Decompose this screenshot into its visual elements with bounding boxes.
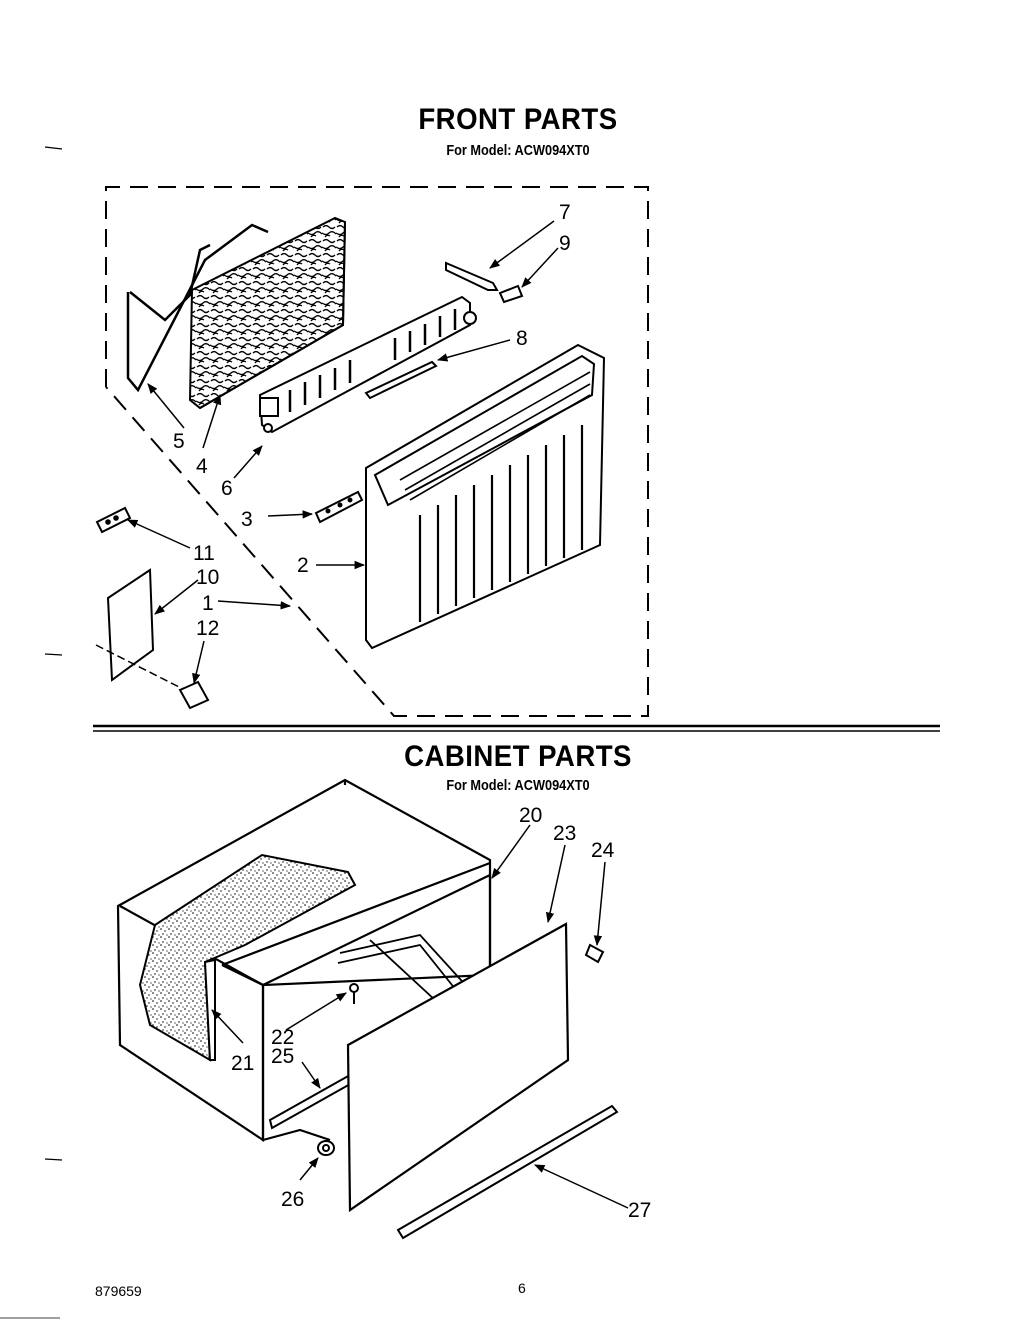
part-27-rod bbox=[396, 1104, 619, 1240]
callout-20: 20 bbox=[519, 804, 542, 827]
front-callouts: 5 4 6 3 2 11 10 1 12 7 9 8 bbox=[173, 201, 571, 640]
callout-12: 12 bbox=[196, 617, 219, 640]
part-22-screw bbox=[349, 983, 359, 1004]
part-7-lever bbox=[445, 261, 499, 291]
part-2-front-panel bbox=[365, 343, 606, 650]
part-12-screw bbox=[178, 680, 210, 710]
part-6-louver-assembly bbox=[258, 295, 477, 434]
cabinet-callouts: 20 23 24 21 22 25 26 27 bbox=[231, 804, 651, 1222]
part-23-panel bbox=[346, 922, 570, 1213]
part-3-strip bbox=[314, 490, 364, 524]
document-number: 879659 bbox=[95, 1283, 142, 1299]
front-parts-title: FRONT PARTS bbox=[418, 103, 618, 136]
margin-marks bbox=[0, 146, 63, 1319]
page-number: 6 bbox=[518, 1280, 526, 1296]
callout-22: 22 bbox=[271, 1026, 294, 1049]
callout-25: 25 bbox=[271, 1045, 294, 1068]
callout-3: 3 bbox=[241, 508, 253, 531]
part-25-rail bbox=[268, 1073, 354, 1130]
callout-7: 7 bbox=[559, 201, 571, 224]
section-divider bbox=[93, 724, 940, 732]
callout-6: 6 bbox=[221, 477, 233, 500]
cabinet-brace bbox=[337, 934, 471, 1001]
callout-24: 24 bbox=[591, 839, 615, 862]
front-leader-lines bbox=[127, 220, 559, 685]
part-5-bracket bbox=[126, 223, 269, 393]
part-10-label-plate bbox=[95, 568, 186, 691]
front-parts-dashed-box bbox=[105, 186, 649, 717]
callout-2: 2 bbox=[297, 554, 309, 577]
callout-4: 4 bbox=[196, 455, 208, 478]
callout-9: 9 bbox=[559, 232, 571, 255]
callout-21: 21 bbox=[231, 1052, 254, 1075]
part-4-filter bbox=[188, 216, 347, 410]
callout-11: 11 bbox=[193, 542, 215, 565]
callout-27: 27 bbox=[628, 1199, 651, 1222]
part-21-insulation bbox=[138, 853, 357, 1062]
part-9-clip bbox=[498, 284, 524, 304]
callout-1: 1 bbox=[202, 592, 214, 615]
callout-26: 26 bbox=[281, 1188, 304, 1211]
part-24-screw bbox=[584, 943, 605, 964]
part-11-block bbox=[95, 506, 132, 534]
cabinet-leader-lines bbox=[211, 824, 629, 1209]
cabinet-parts-title: CABINET PARTS bbox=[404, 740, 632, 773]
callout-10: 10 bbox=[196, 566, 219, 589]
cabinet-parts-model: For Model: ACW094XT0 bbox=[446, 777, 590, 794]
front-parts-model: For Model: ACW094XT0 bbox=[446, 142, 590, 159]
part-8-strip bbox=[364, 360, 438, 400]
callout-5: 5 bbox=[173, 430, 185, 453]
callout-8: 8 bbox=[516, 327, 528, 350]
callout-23: 23 bbox=[553, 822, 576, 845]
part-26-grommet bbox=[317, 1140, 335, 1156]
